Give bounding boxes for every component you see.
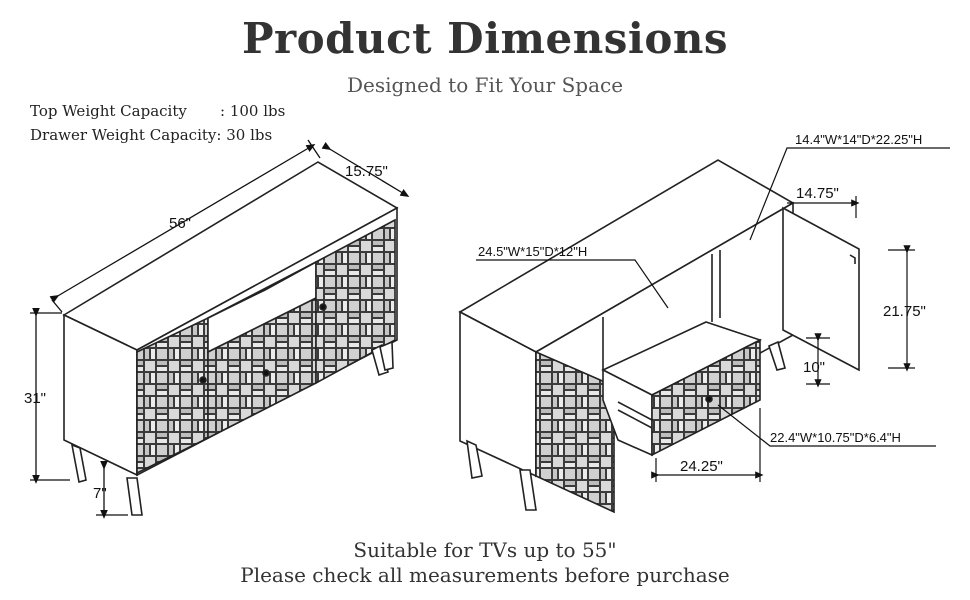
left-cabinet — [62, 161, 399, 516]
drawer-weight-capacity: Drawer Weight Capacity: 30 lbs — [30, 126, 272, 144]
spec-value: : 30 lbs — [216, 126, 273, 144]
right-leg — [466, 439, 483, 479]
spec-value: : 100 lbs — [220, 102, 286, 120]
spec-label: Top Weight Capacity — [30, 102, 187, 120]
spec-label: Drawer Weight Capacity — [30, 126, 217, 144]
tv-suitability-note: Suitable for TVs up to 55" — [353, 538, 617, 562]
drawer-side — [602, 368, 653, 457]
drawer-height-label: 10" — [803, 359, 825, 376]
left-leg — [70, 443, 87, 484]
leg-height-label: 7" — [93, 485, 107, 502]
height-label: 31" — [24, 390, 46, 407]
left-leg — [126, 477, 143, 516]
open-right-door — [782, 206, 860, 372]
width-label: 56" — [169, 215, 191, 232]
middle-compartment-label: 24.5"W*15"D*12"H — [478, 244, 587, 259]
right-cabinet — [458, 159, 860, 514]
left-dimensions — [30, 139, 410, 519]
drawer-size-label: 22.4"W*10.75"D*6.4"H — [770, 430, 901, 445]
depth-label: 15.75" — [345, 163, 388, 180]
door-height-label: 21.75" — [883, 303, 926, 320]
top-weight-capacity: Top Weight Capacity : 100 lbs — [30, 102, 285, 120]
right-door — [315, 218, 396, 385]
right-dimensions — [476, 147, 950, 482]
open-left-door — [535, 350, 615, 514]
measurement-note: Please check all measurements before pur… — [240, 563, 730, 587]
door-compartment-label: 14.4"W*14"D*22.25"H — [795, 132, 922, 147]
door-width-label: 14.75" — [796, 185, 839, 202]
drawer-width-label: 24.25" — [680, 458, 723, 475]
right-leg — [768, 340, 786, 371]
page-title: Product Dimensions — [241, 14, 729, 63]
right-leg — [519, 469, 537, 511]
page-subtitle: Designed to Fit Your Space — [346, 73, 624, 97]
